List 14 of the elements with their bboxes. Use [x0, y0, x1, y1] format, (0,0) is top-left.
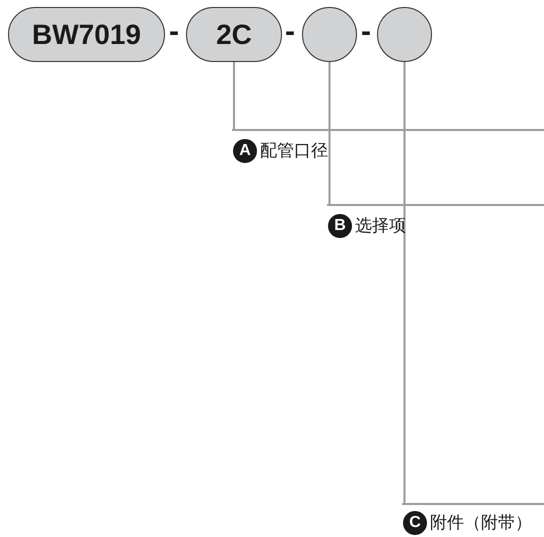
- separator-dash: -: [361, 17, 371, 47]
- letter-badge: A: [233, 139, 257, 163]
- separator-dash: -: [285, 17, 295, 47]
- code-text: BW7019: [32, 18, 141, 50]
- letter-badge: C: [403, 511, 427, 535]
- leader-line: [404, 62, 406, 505]
- option-label: 附件（附带）: [430, 512, 532, 534]
- option-label: 选择项: [355, 215, 406, 237]
- leader-line: [233, 62, 235, 131]
- option-label: 配管口径: [260, 140, 328, 162]
- letter-badge: B: [328, 214, 352, 238]
- leader-line: [328, 62, 330, 206]
- separator-dash: -: [169, 17, 179, 47]
- code-text: 2C: [216, 18, 252, 50]
